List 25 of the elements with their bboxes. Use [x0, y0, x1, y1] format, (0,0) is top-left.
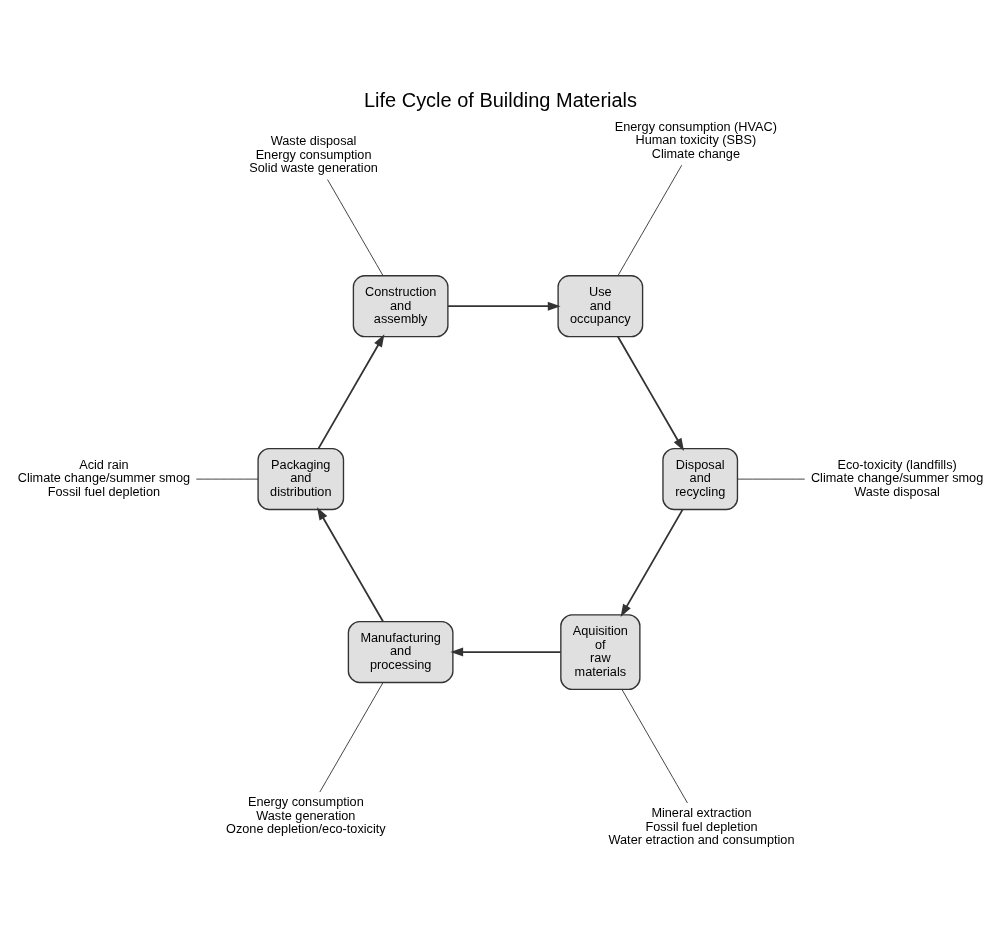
arrow — [450, 647, 562, 657]
node-box: Construction and assembly — [352, 274, 449, 337]
node-box: Aquisition of raw materials — [560, 613, 641, 690]
node-text: Energy consumption Waste generation Ozone depletion/eco-toxicity — [226, 793, 386, 836]
node-box: Manufacturing and processing — [347, 620, 454, 683]
node-box: Packaging and distribution — [257, 447, 345, 510]
node-text: Mineral extraction Fossil fuel depletion Water etraction and consumption — [608, 804, 795, 847]
node-text: Acid rain Climate change/summer smog Fossil fuel depletion — [17, 456, 191, 499]
connector — [617, 164, 683, 276]
node-text: Waste disposal Energy consumption Solid waste generation — [249, 132, 378, 175]
connector — [319, 681, 384, 792]
connector — [195, 478, 259, 480]
arrow — [620, 508, 684, 617]
arrow — [317, 506, 384, 622]
node-text: Eco-toxicity (landfills) Climate change/summer smog Waste disposal — [810, 456, 984, 499]
connector — [621, 688, 688, 803]
connector — [327, 178, 384, 276]
arrow — [447, 301, 561, 311]
node-box: Use and occupancy — [557, 274, 644, 337]
arrow — [617, 335, 684, 451]
arrow — [317, 333, 385, 449]
diagram-title: Life Cycle of Building Materials — [363, 88, 638, 111]
connector — [737, 478, 806, 480]
node-text: Energy consumption (HVAC) Human toxicity (SBS) Climate change — [614, 118, 777, 161]
node-box: Disposal and recycling — [662, 447, 739, 510]
